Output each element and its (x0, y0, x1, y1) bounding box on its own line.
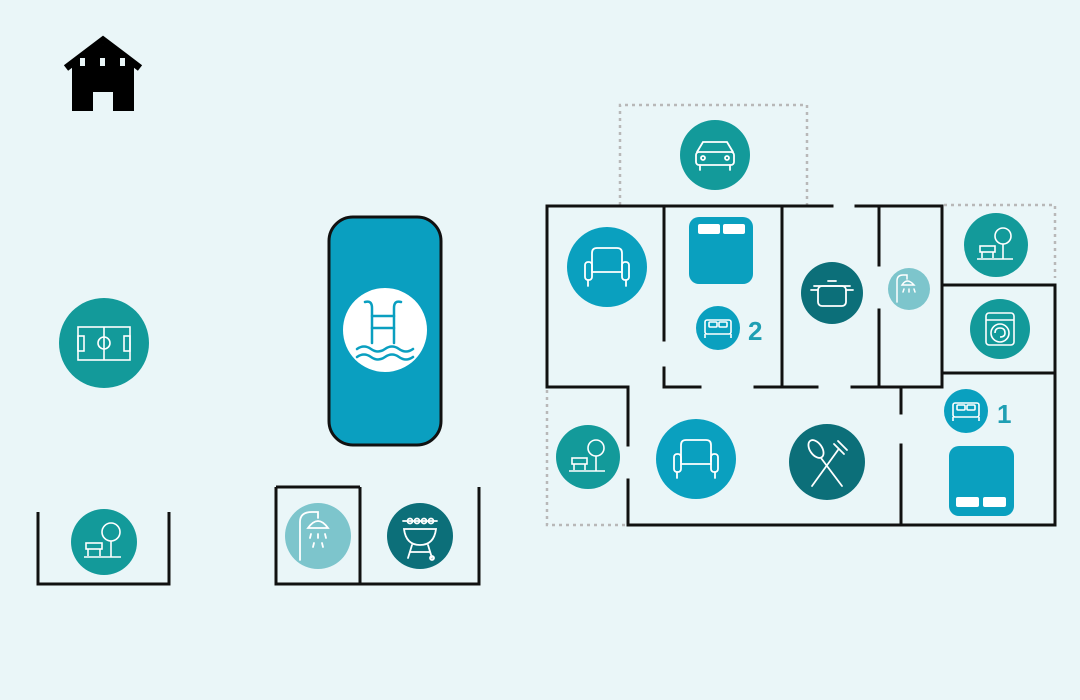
cooking-pot-icon (801, 262, 863, 324)
single-bed-icon (952, 402, 980, 421)
washing-machine-icon (970, 299, 1030, 359)
dining-icon (789, 424, 865, 500)
single-bed-icon (704, 319, 732, 338)
sofa-icon (567, 227, 647, 307)
pool (327, 215, 443, 447)
car-icon (680, 120, 750, 190)
double-bed-icon (689, 217, 753, 284)
soccer-field-icon (59, 298, 149, 388)
sofa-icon (656, 419, 736, 499)
home-icon (63, 35, 143, 111)
pool-icon (343, 288, 427, 372)
garden-icon (964, 213, 1028, 277)
bedroom-1-marker: 1 (944, 389, 1011, 433)
bedroom-2-number: 2 (748, 316, 762, 346)
outdoor-area (274, 485, 481, 586)
dotted-outlines (545, 103, 1057, 527)
shower-icon (888, 268, 930, 310)
left-garden (36, 509, 171, 586)
bedroom-2-marker: 2 (696, 306, 762, 350)
garden-icon (71, 509, 137, 575)
outdoor-shower-icon (285, 503, 351, 569)
barbecue-icon (387, 503, 453, 569)
house-walls (545, 204, 1057, 527)
bedroom-1-number: 1 (997, 399, 1011, 429)
double-bed-icon (949, 446, 1014, 516)
garden-icon (556, 425, 620, 489)
